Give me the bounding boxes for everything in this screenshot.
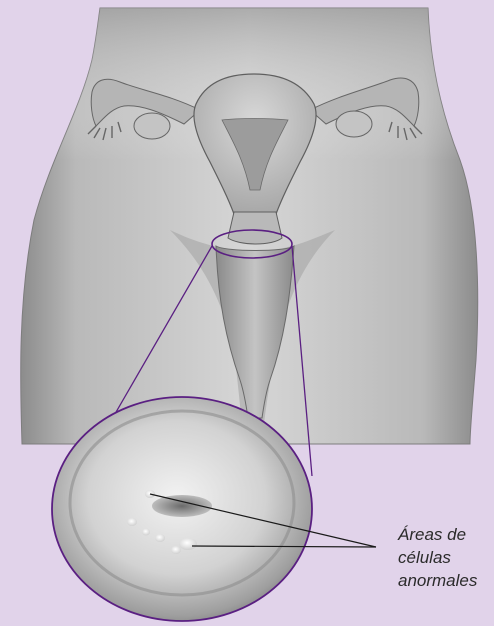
abnormal-cell-spot xyxy=(155,534,165,542)
left-ovary xyxy=(134,113,170,139)
abnormal-cell-spot xyxy=(127,518,137,526)
abnormal-cells-label-line-3: anormales xyxy=(398,569,494,592)
abnormal-cell-spot xyxy=(171,546,181,554)
abnormal-cell-spot xyxy=(142,529,150,536)
abnormal-cells-label-line-2: células xyxy=(398,546,494,569)
abnormal-cells-label: Áreas de células anormales xyxy=(398,523,494,592)
cervix xyxy=(228,212,282,244)
right-ovary xyxy=(336,111,372,137)
abnormal-cells-label-line-1: Áreas de xyxy=(398,523,494,546)
abnormal-cell-spot xyxy=(179,538,197,550)
